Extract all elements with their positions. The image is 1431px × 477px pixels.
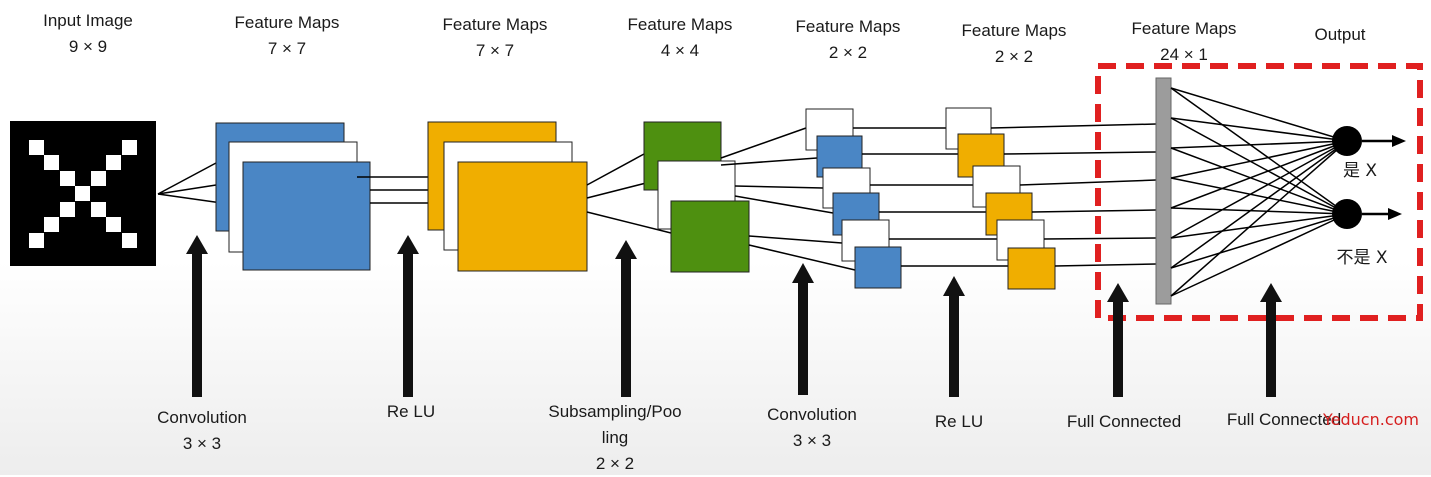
op-full-connected-1: Full Connected <box>1066 412 1182 431</box>
relu-feature-maps <box>427 121 588 272</box>
fc-highlight-box <box>1095 63 1423 321</box>
watermark: Yeducn.com <box>1323 410 1419 429</box>
flatten-vector <box>1155 77 1172 305</box>
arrow-conv1 <box>186 235 208 397</box>
flatten-connections <box>990 123 1157 267</box>
arrow-conv2 <box>792 263 814 395</box>
arrow-relu1 <box>397 235 419 397</box>
input-image <box>10 121 156 266</box>
arrow-pool <box>615 240 637 397</box>
fc-connections <box>1170 87 1348 297</box>
relu2-feature-maps <box>945 107 1056 290</box>
output-node-no <box>1332 199 1362 229</box>
op-relu-2: Re LU <box>934 412 984 431</box>
output-label-yes: 是 X <box>1342 161 1378 181</box>
conv2-connections <box>720 127 856 271</box>
operation-arrows <box>186 235 1282 397</box>
op-relu-1: Re LU <box>386 402 436 421</box>
arrow-fc2 <box>1260 283 1282 397</box>
output-node-yes <box>1332 126 1362 156</box>
relu2-connections <box>853 127 1008 267</box>
header-output: Output <box>1314 25 1366 44</box>
op-full-connected-2: Full Connected <box>1226 410 1342 429</box>
conv2-feature-maps <box>805 108 902 289</box>
pooled-feature-maps <box>643 121 750 273</box>
output-nodes <box>1332 126 1406 229</box>
arrow-fc1 <box>1107 283 1129 397</box>
conv-feature-maps <box>215 122 371 271</box>
output-label-no: 不是 X <box>1336 248 1388 268</box>
arrow-relu2 <box>943 276 965 397</box>
